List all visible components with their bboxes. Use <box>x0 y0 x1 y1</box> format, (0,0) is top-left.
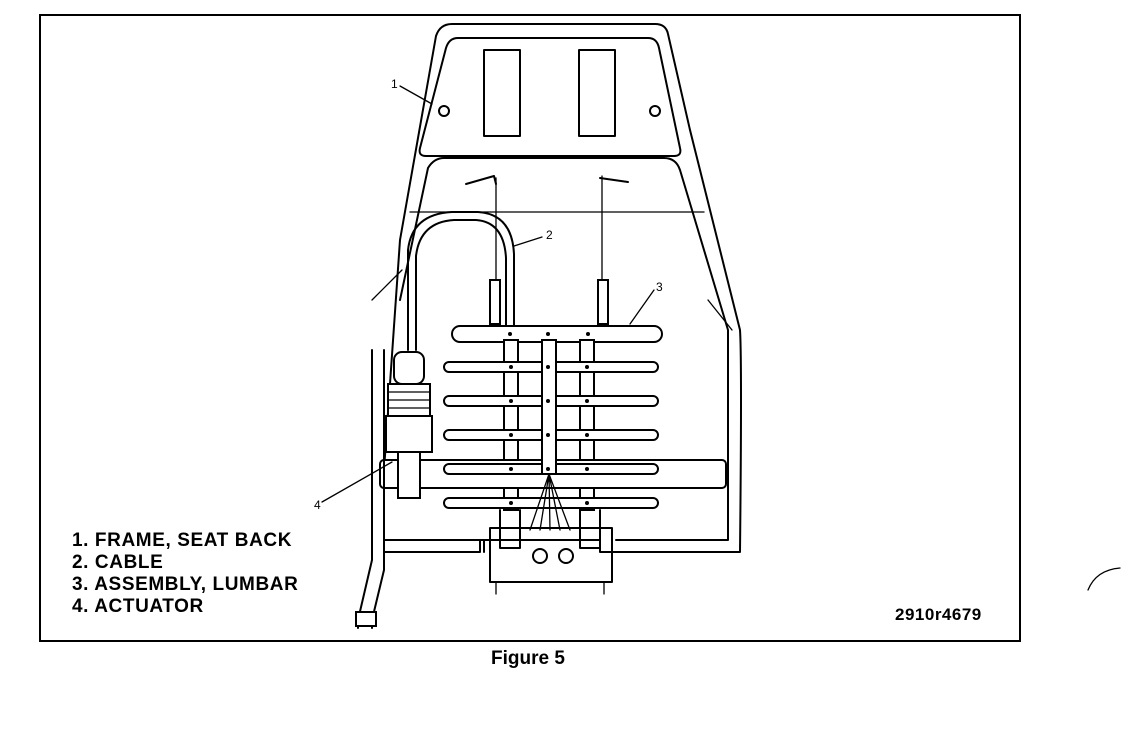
figure-border <box>39 14 1021 642</box>
legend: 1. FRAME, SEAT BACK 2. CABLE 3. ASSEMBLY… <box>72 530 298 617</box>
legend-item-lumbar: 3. ASSEMBLY, LUMBAR <box>72 574 298 595</box>
lumbar-assembly <box>379 325 727 595</box>
callout-3: 3 <box>656 280 663 294</box>
figure-code: 2910r4679 <box>895 605 982 624</box>
figure-caption: Figure 5 <box>491 648 565 669</box>
margin-mark <box>1087 567 1121 591</box>
callout-2: 2 <box>546 228 553 242</box>
callout-1: 1 <box>391 77 398 91</box>
callout-leaders <box>321 85 655 503</box>
legend-item-frame: 1. FRAME, SEAT BACK <box>72 530 292 551</box>
legend-item-actuator: 4. ACTUATOR <box>72 596 204 617</box>
callout-4: 4 <box>314 498 321 512</box>
legend-item-cable: 2. CABLE <box>72 552 163 573</box>
actuator <box>355 349 433 629</box>
cable <box>407 175 629 351</box>
